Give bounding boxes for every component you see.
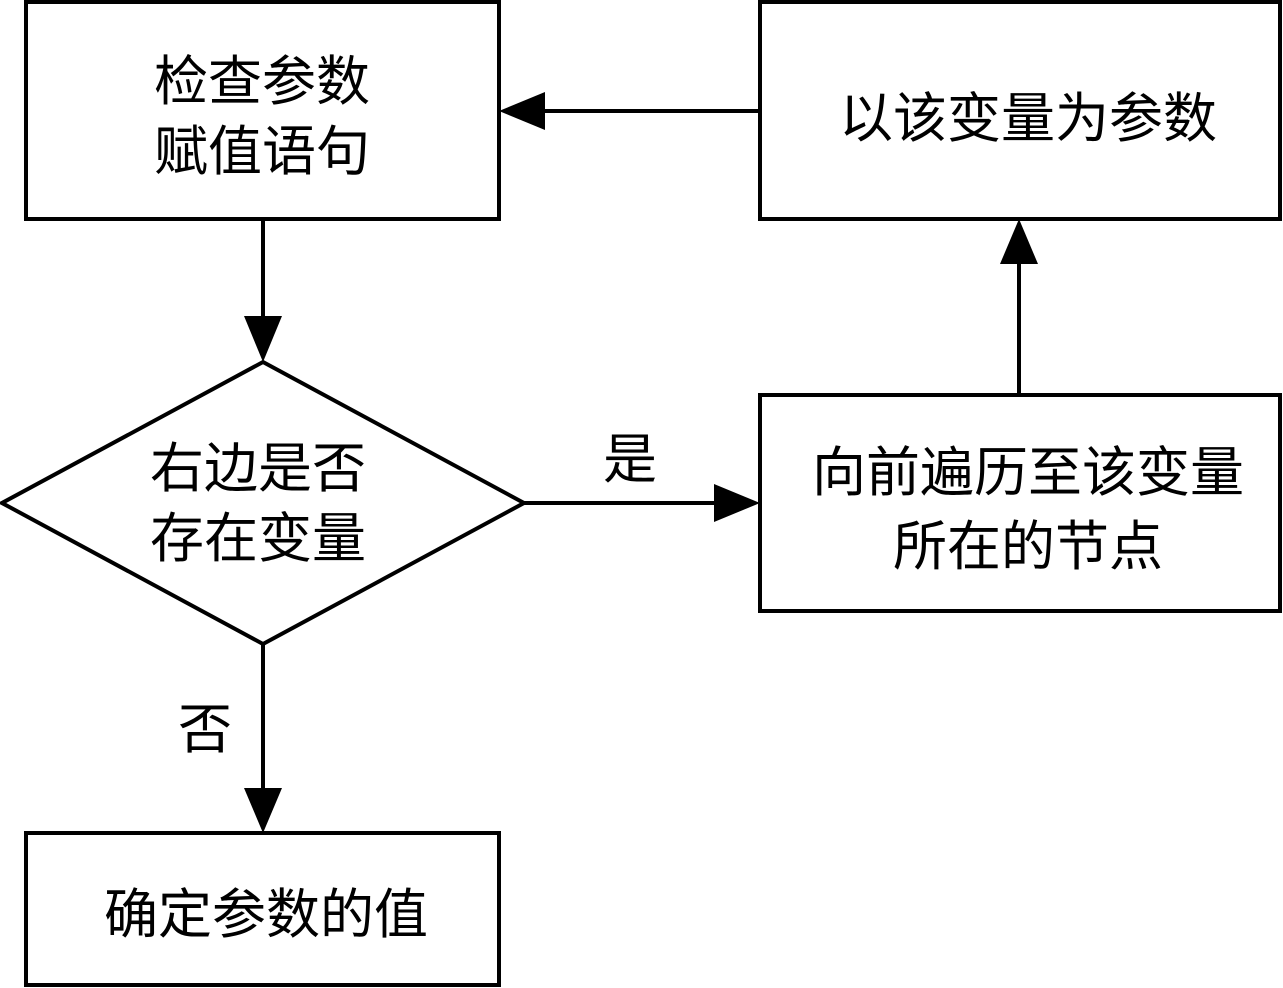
edge-label-yes: 是 bbox=[603, 428, 657, 491]
node-determine-line-1: 确定参数的值 bbox=[104, 883, 428, 946]
node-check-param-line-2: 赋值语句 bbox=[154, 120, 370, 183]
node-decision-diamond bbox=[0, 359, 529, 647]
edge-decision-to-traverse-arrowhead bbox=[714, 484, 760, 522]
edge-use-variable-to-check-arrowhead bbox=[499, 92, 545, 130]
edge-use-variable-to-check bbox=[499, 92, 760, 130]
node-traverse-line-1: 向前遍历至该变量 bbox=[812, 441, 1244, 504]
node-traverse-line-2: 所在的节点 bbox=[893, 515, 1163, 578]
node-traverse: 向前遍历至该变量 所在的节点 bbox=[758, 393, 1282, 613]
node-decision: 右边是否 存在变量 bbox=[0, 359, 529, 647]
edge-decision-to-determine-arrowhead bbox=[244, 788, 282, 833]
edge-traverse-to-use-variable bbox=[1000, 219, 1038, 395]
node-determine-box bbox=[24, 831, 501, 987]
edge-traverse-to-use-variable-arrowhead bbox=[1000, 219, 1038, 264]
node-use-variable-box bbox=[758, 0, 1282, 221]
edge-decision-to-determine: 否 bbox=[178, 644, 282, 833]
node-check-param-line-1: 检查参数 bbox=[154, 50, 370, 113]
node-check-param: 检查参数 赋值语句 bbox=[24, 0, 501, 221]
node-check-param-box bbox=[24, 0, 501, 221]
edge-check-to-decision-arrowhead bbox=[244, 316, 282, 362]
node-determine: 确定参数的值 bbox=[24, 831, 501, 987]
node-decision-line-2: 存在变量 bbox=[150, 507, 366, 570]
node-use-variable: 以该变量为参数 bbox=[758, 0, 1282, 221]
node-use-variable-line-1: 以该变量为参数 bbox=[839, 87, 1217, 150]
edge-label-no: 否 bbox=[178, 698, 232, 761]
edge-check-to-decision bbox=[244, 219, 282, 362]
node-decision-line-1: 右边是否 bbox=[150, 437, 366, 500]
edge-decision-to-traverse: 是 bbox=[524, 428, 760, 522]
